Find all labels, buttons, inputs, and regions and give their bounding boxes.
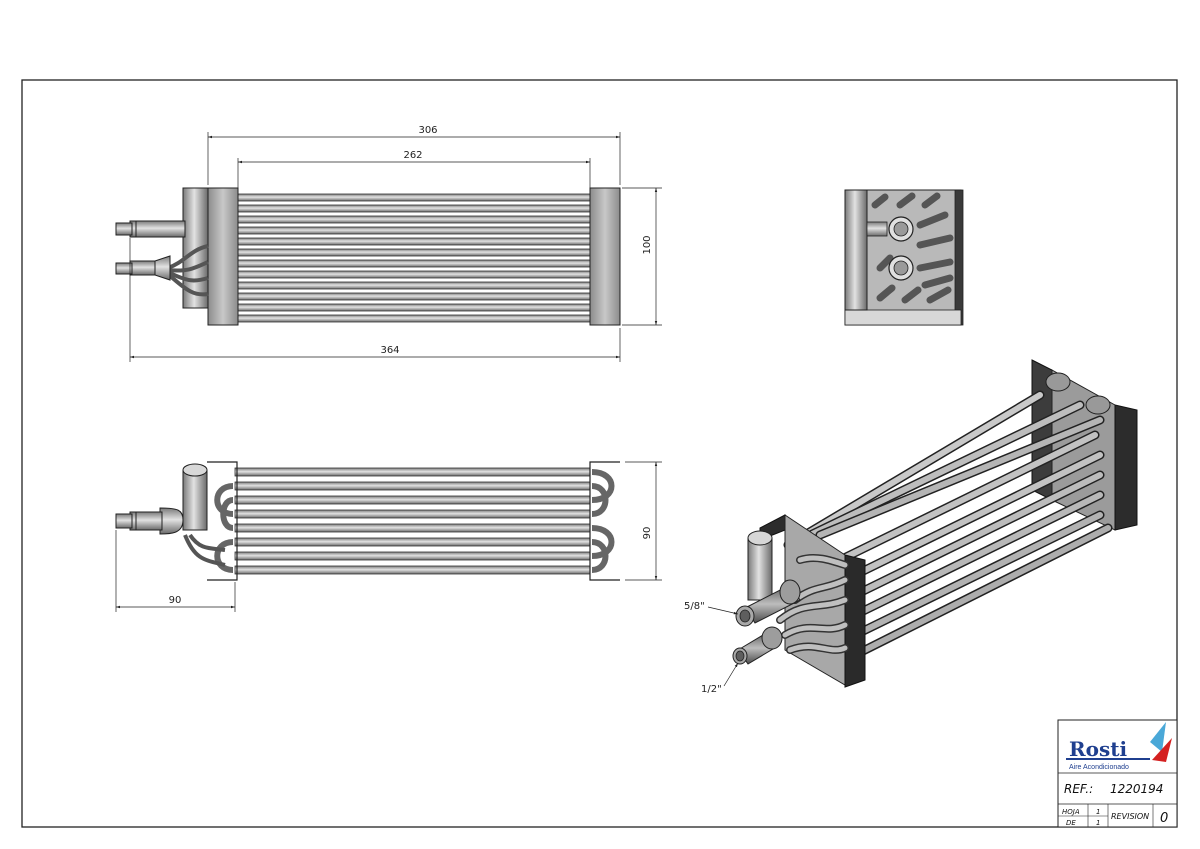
ref-value: 1220194 bbox=[1110, 782, 1163, 796]
de-label: DE bbox=[1066, 819, 1076, 827]
front-feeder-tubes bbox=[166, 244, 209, 297]
bottom-manifold bbox=[159, 463, 208, 535]
bottom-end-brackets bbox=[207, 461, 620, 581]
dim-bottom-offset: 90 bbox=[115, 530, 236, 612]
dim-front-overall-width: 306 bbox=[207, 125, 621, 185]
isometric-view: 5/8" 1/2" bbox=[684, 359, 1138, 695]
dim-front-total-length: 364 bbox=[129, 238, 621, 362]
dim-100-label: 100 bbox=[642, 235, 653, 254]
front-right-plate bbox=[589, 187, 621, 326]
iso-long-tubes bbox=[783, 390, 1113, 660]
dim-front-height: 100 bbox=[622, 187, 662, 326]
bottom-view: 90 90 bbox=[115, 461, 662, 612]
bottom-return-bends-left bbox=[214, 483, 234, 573]
front-upper-pipe bbox=[115, 220, 186, 238]
bottom-inlet-pipe bbox=[115, 511, 163, 531]
dim-bottom-height: 90 bbox=[625, 461, 662, 581]
iso-manifold bbox=[747, 530, 773, 601]
revision-value: 0 bbox=[1160, 811, 1168, 826]
callout-lower-fitting: 1/2" bbox=[701, 662, 739, 695]
callout-1-2-label: 1/2" bbox=[701, 684, 722, 695]
front-lower-pipe bbox=[115, 255, 171, 281]
front-left-plate bbox=[207, 187, 239, 326]
dim-262-label: 262 bbox=[403, 150, 422, 161]
front-core-tubes bbox=[237, 193, 591, 323]
side-view bbox=[844, 189, 964, 326]
logo-text: Rosti bbox=[1069, 737, 1127, 761]
sheet-border bbox=[21, 79, 1178, 828]
dim-90-horizontal-label: 90 bbox=[169, 595, 182, 606]
logo-subtitle: Aire Acondicionado bbox=[1069, 764, 1129, 771]
rosti-logo: Rosti Aire Acondicionado bbox=[1066, 722, 1172, 771]
side-tube-stubs bbox=[871, 192, 954, 304]
de-value: 1 bbox=[1096, 819, 1100, 827]
hoja-value: 1 bbox=[1096, 808, 1100, 816]
front-view: 306 262 364 100 bbox=[115, 125, 662, 362]
bottom-core-tubes bbox=[234, 467, 591, 575]
dim-90-vertical-label: 90 bbox=[642, 527, 653, 540]
hoja-label: HOJA bbox=[1062, 808, 1080, 816]
side-manifold bbox=[844, 189, 868, 311]
ref-label: REF.: bbox=[1064, 782, 1093, 796]
callout-5-8-label: 5/8" bbox=[684, 601, 705, 612]
revision-label: REVISION bbox=[1111, 812, 1149, 821]
title-block: Rosti Aire Acondicionado REF.: 1220194 H… bbox=[1057, 719, 1178, 828]
bottom-return-bends-right bbox=[591, 469, 615, 573]
bottom-feeder-tubes bbox=[183, 533, 226, 567]
side-fitting-upper bbox=[866, 216, 914, 242]
iso-fitting-lower bbox=[732, 626, 783, 665]
iso-feeder-tubes bbox=[776, 553, 849, 654]
dim-front-core-width: 262 bbox=[237, 150, 591, 190]
side-fitting-lower bbox=[888, 255, 914, 281]
iso-fitting-upper bbox=[735, 579, 801, 627]
dim-364-label: 364 bbox=[380, 345, 399, 356]
dim-306-label: 306 bbox=[418, 125, 437, 136]
callout-upper-fitting: 5/8" bbox=[684, 601, 739, 615]
